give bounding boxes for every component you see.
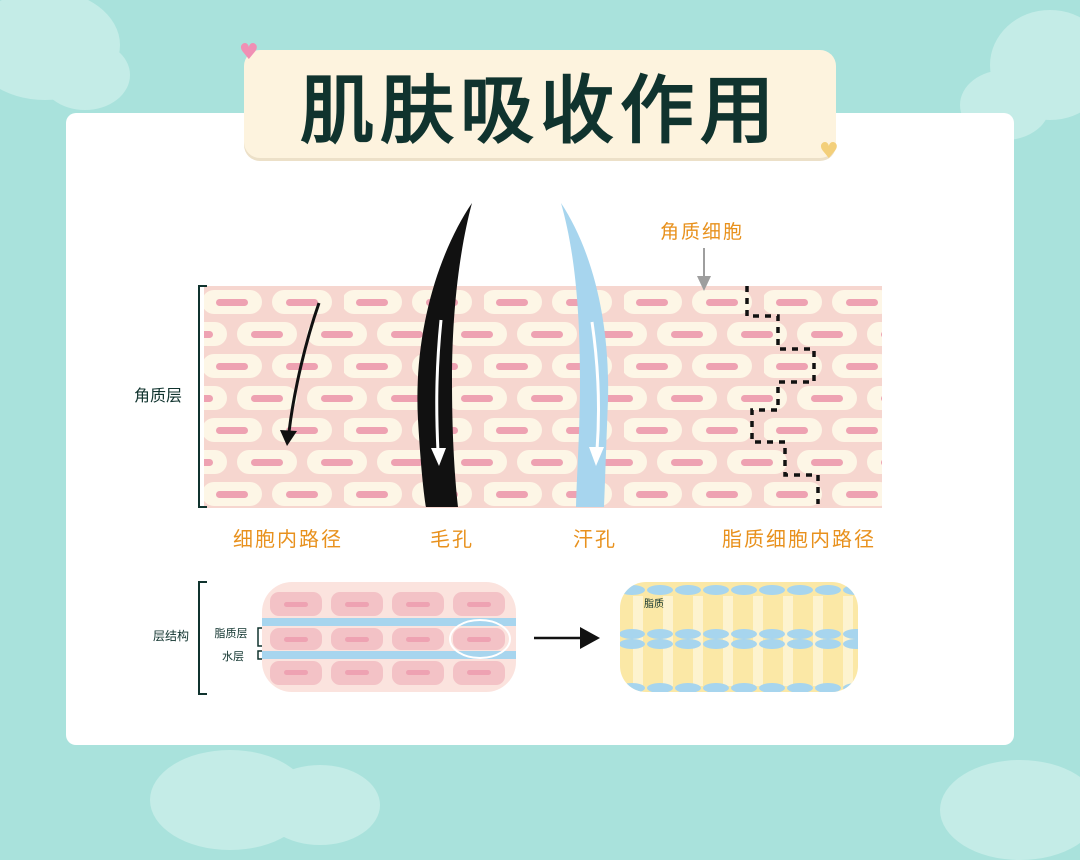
lipid-layer-bracket (257, 627, 262, 647)
hair-follicle-arrowhead (431, 448, 446, 466)
sweat-pore-arrowhead (589, 447, 604, 466)
sweat-pore-arrow (590, 321, 601, 451)
lipid-path-label: 脂质细胞内路径 (722, 527, 876, 551)
stratum-label: 角质层 (134, 386, 182, 405)
keratinocyte-pointer-head (697, 276, 711, 291)
cloud-decoration (40, 40, 130, 110)
water-layer-label: 水层 (222, 650, 244, 663)
sweat-pore-shape (561, 203, 609, 507)
intracellular-path-label: 细胞内路径 (233, 527, 343, 551)
lipid-label: 脂质 (644, 597, 664, 610)
keratinocyte-label: 角质细胞 (660, 221, 744, 243)
hair-follicle-label: 毛孔 (430, 527, 474, 551)
intracellular-arrowhead (280, 430, 297, 446)
hair-follicle-arrow (435, 319, 443, 453)
layered-cell-block (262, 582, 516, 692)
layer-structure-label: 层结构 (153, 628, 189, 643)
layer-structure-bracket (198, 581, 207, 695)
lipid-zoom-block (620, 582, 858, 692)
intracellular-arrow (287, 302, 321, 433)
transition-arrowhead (580, 627, 600, 649)
skin-absorption-diagram: 角质层 角质细胞 细胞内路径 毛孔 汗孔 脂质细胞内路径 层结构 脂质层 水层 (134, 203, 882, 695)
heart-icon: ♥ (239, 40, 259, 65)
title-banner: 肌肤吸收作用 (244, 50, 836, 158)
highlight-ellipse (449, 619, 511, 659)
sweat-pore-label: 汗孔 (573, 527, 617, 551)
water-layer-bracket (257, 650, 262, 660)
heart-icon: ♥ (819, 139, 839, 164)
stratum-bracket (198, 285, 207, 508)
page-title: 肌肤吸收作用 (300, 67, 780, 154)
lipid-layer-label: 脂质层 (215, 626, 248, 640)
keratinocyte-cells (204, 286, 882, 508)
hair-follicle-shape (417, 203, 472, 507)
